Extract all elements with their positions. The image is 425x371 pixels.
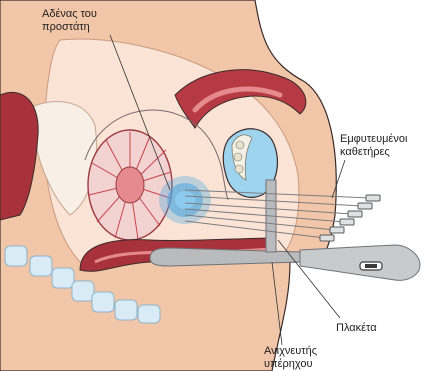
ultrasound-label-line1: Ανιχνευτής <box>264 345 317 358</box>
plate-label: Πλακέτα <box>336 322 377 335</box>
catheters-label: Εμφυτευμένοι καθετήρες <box>340 133 407 159</box>
prostate-gland <box>88 130 172 240</box>
prostate-label-line2: προστάτη <box>42 21 97 34</box>
prostate-label: Αδένας του προστάτη <box>42 8 97 34</box>
catheters-label-line1: Εμφυτευμένοι <box>340 133 407 146</box>
catheters-label-line2: καθετήρες <box>340 146 407 159</box>
ultrasound-label-line2: υπέρηχου <box>264 358 317 371</box>
prostate-label-line1: Αδένας του <box>42 8 97 21</box>
ultrasound-label: Ανιχνευτής υπέρηχου <box>264 345 317 371</box>
